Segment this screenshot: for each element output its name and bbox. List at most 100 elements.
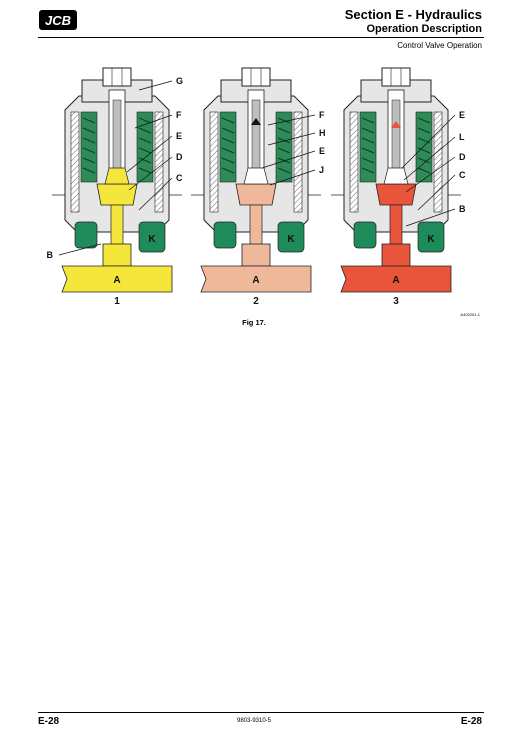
adjuster-nut bbox=[241, 67, 271, 87]
section-title: Section E - Hydraulics bbox=[344, 7, 482, 22]
spring-coil bbox=[277, 157, 291, 164]
spring-coil bbox=[277, 137, 291, 144]
callout-label-e: E bbox=[459, 110, 465, 120]
callout-label-f: F bbox=[319, 110, 325, 120]
callout-leader bbox=[58, 243, 102, 256]
spring-coil bbox=[138, 137, 152, 144]
k-port-label: K bbox=[287, 234, 295, 245]
k-port-block bbox=[277, 221, 305, 253]
flow-arrow-down bbox=[251, 118, 261, 125]
callout-leader bbox=[138, 177, 173, 211]
adjuster-nut bbox=[381, 67, 411, 87]
spring-coil bbox=[417, 117, 431, 124]
k-port-block bbox=[138, 221, 166, 253]
callout-leader bbox=[126, 135, 173, 173]
callout-leader bbox=[267, 132, 316, 146]
port-block-left bbox=[353, 221, 377, 249]
adjuster-nut bbox=[102, 67, 132, 87]
port-a-block bbox=[61, 265, 173, 293]
port-a-neck bbox=[102, 243, 132, 267]
spring-coil bbox=[221, 137, 235, 144]
callout-leader bbox=[267, 114, 316, 126]
k-port-label: K bbox=[148, 234, 156, 245]
wall-section-left bbox=[209, 111, 219, 213]
svg-text:JCB: JCB bbox=[45, 13, 71, 28]
poppet bbox=[243, 167, 269, 185]
callout-leader bbox=[405, 208, 456, 227]
callout-label-c: C bbox=[459, 170, 466, 180]
callout-label-d: D bbox=[176, 152, 183, 162]
spring-coil bbox=[82, 147, 96, 154]
spring-coil bbox=[277, 127, 291, 134]
page-number-left: E-28 bbox=[38, 716, 60, 727]
callout-label-h: H bbox=[319, 128, 326, 138]
spring-coil bbox=[361, 147, 375, 154]
callout-label-g: G bbox=[176, 76, 183, 86]
callout-label-d: D bbox=[459, 152, 466, 162]
port-a-label: A bbox=[392, 275, 399, 286]
callout-leader bbox=[417, 174, 456, 211]
spring-coil bbox=[221, 167, 235, 174]
callout-leader bbox=[261, 150, 316, 169]
poppet bbox=[383, 167, 409, 185]
spring-coil bbox=[361, 167, 375, 174]
poppet-chamber bbox=[96, 183, 138, 206]
view-number-label: 2 bbox=[253, 296, 259, 307]
port-a-block bbox=[340, 265, 452, 293]
port-a-neck bbox=[381, 243, 411, 267]
figure-reference-code: A402201-1 bbox=[460, 312, 480, 317]
spring-chamber-left bbox=[219, 111, 237, 183]
spring-coil bbox=[361, 137, 375, 144]
topic-title: Control Valve Operation bbox=[397, 41, 482, 50]
callout-leader bbox=[403, 136, 456, 181]
spring-coil bbox=[277, 147, 291, 154]
callout-label-f: F bbox=[176, 110, 182, 120]
poppet-chamber bbox=[375, 183, 417, 206]
spring-coil bbox=[138, 157, 152, 164]
wall-section-right bbox=[293, 111, 303, 213]
spring-coil bbox=[82, 117, 96, 124]
port-a-label: A bbox=[113, 275, 120, 286]
port-a-neck bbox=[241, 243, 271, 267]
wall-section-right bbox=[154, 111, 164, 213]
valve-stem bbox=[110, 204, 124, 246]
wall-section-left bbox=[70, 111, 80, 213]
spring-coil bbox=[361, 117, 375, 124]
callout-label-e: E bbox=[176, 131, 182, 141]
spring-coil bbox=[417, 147, 431, 154]
spring-coil bbox=[417, 127, 431, 134]
callout-label-e: E bbox=[319, 146, 325, 156]
spring-coil bbox=[221, 147, 235, 154]
spring-coil bbox=[361, 127, 375, 134]
poppet-chamber bbox=[235, 183, 277, 206]
section-subtitle: Operation Description bbox=[366, 23, 482, 35]
callout-label-j: J bbox=[319, 165, 324, 175]
spring-chamber-right bbox=[275, 111, 293, 183]
wall-section-left bbox=[349, 111, 359, 213]
port-block-left bbox=[74, 221, 98, 249]
callout-label-b: B bbox=[47, 250, 54, 260]
poppet bbox=[104, 167, 130, 185]
spring-coil bbox=[221, 127, 235, 134]
spring-coil bbox=[138, 127, 152, 134]
header-rule bbox=[38, 37, 484, 38]
spring-coil bbox=[361, 157, 375, 164]
spring-coil bbox=[221, 157, 235, 164]
port-a-block bbox=[200, 265, 312, 293]
spring-chamber-left bbox=[80, 111, 98, 183]
valve-stem bbox=[389, 204, 403, 246]
callout-leader bbox=[138, 80, 173, 91]
k-port-block bbox=[417, 221, 445, 253]
callout-leader bbox=[269, 169, 316, 186]
spring-coil bbox=[277, 167, 291, 174]
callout-leader bbox=[128, 156, 173, 191]
spring-coil bbox=[138, 147, 152, 154]
view-number-label: 1 bbox=[114, 296, 120, 307]
callout-leader bbox=[401, 114, 456, 169]
spring-coil bbox=[277, 117, 291, 124]
page-number-right: E-28 bbox=[460, 716, 482, 727]
